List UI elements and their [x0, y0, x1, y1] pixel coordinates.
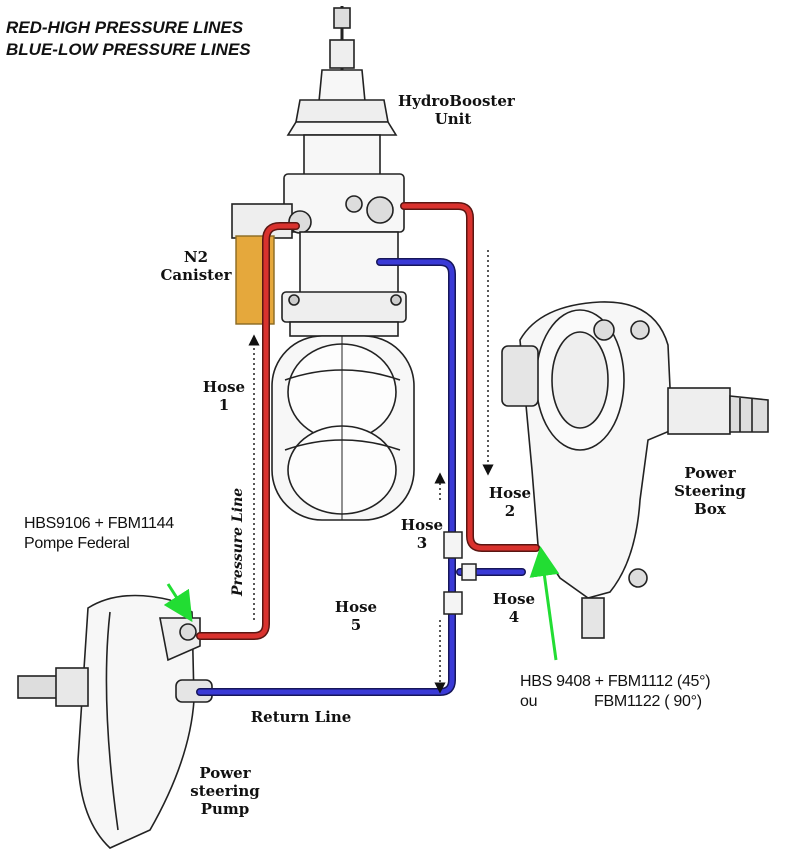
- note-box-alt: FBM1122 ( 90°): [594, 693, 702, 710]
- label-pressure-line: Pressure Line: [230, 487, 246, 596]
- legend-low-pressure: BLUE-LOW PRESSURE LINES: [6, 40, 251, 59]
- pushrod-nut: [333, 7, 351, 29]
- label-power-steering-box: Power Steering Box: [674, 464, 746, 518]
- label-hydrobooster: HydroBooster Unit: [398, 92, 515, 128]
- tee-fitting: [443, 531, 477, 615]
- box-fitting-callout: [529, 546, 560, 661]
- note-or: ou: [520, 693, 538, 710]
- label-hose-4: Hose 4: [492, 590, 536, 626]
- callout-arrows: [163, 546, 560, 661]
- legend-high-pressure: RED-HIGH PRESSURE LINES: [6, 18, 244, 37]
- note-pump-parts: HBS9106 + FBM1144 Pompe Federal: [24, 515, 174, 552]
- label-power-steering-pump: Power steering Pump: [190, 764, 260, 818]
- label-hose-5: Hose 5: [334, 598, 378, 634]
- flow-arrows: [248, 250, 494, 694]
- note-box-parts: HBS 9408 + FBM1112 (45°) ou FBM1122 ( 90…: [520, 673, 711, 710]
- label-hose-2: Hose 2: [488, 484, 532, 520]
- label-hose-3: Hose 3: [400, 516, 444, 552]
- label-return-line: Return Line: [250, 708, 352, 726]
- power-steering-pump: [17, 594, 213, 849]
- label-hose-1: Hose 1: [202, 378, 246, 414]
- power-steering-box: [501, 301, 769, 639]
- label-n2-canister: N2 Canister: [160, 248, 232, 284]
- high-pressure-lines: [196, 202, 540, 640]
- pump-fitting-callout: [163, 583, 193, 623]
